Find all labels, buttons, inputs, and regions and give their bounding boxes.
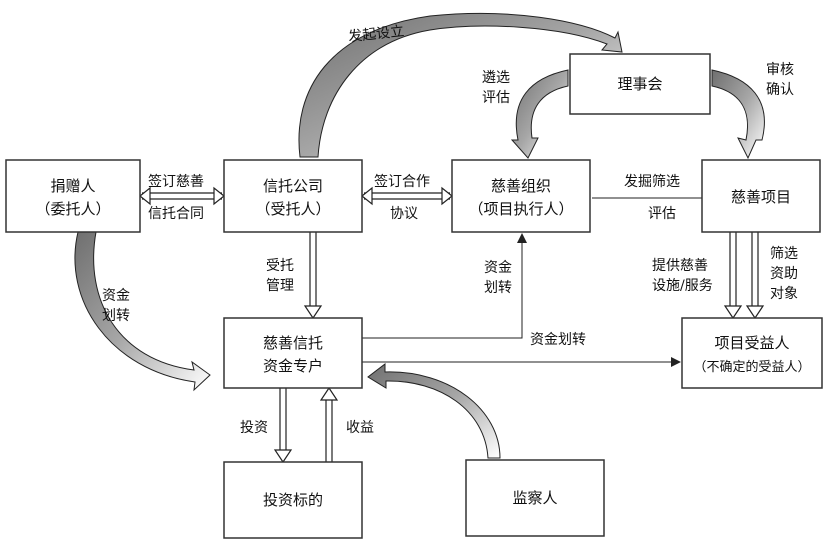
supervisor-label: 监察人	[512, 489, 557, 507]
returns-arrow	[319, 386, 339, 462]
charity-org-label: 慈善组织	[491, 177, 551, 195]
node-supervisor: 监察人	[465, 459, 605, 537]
node-beneficiary: 项目受益人 （不确定的受益人）	[681, 317, 823, 389]
edge-label-discover-screen: 发掘筛选	[624, 174, 680, 190]
edge-label-fund-left-2: 划转	[102, 308, 130, 324]
edge-label-returns: 收益	[346, 420, 374, 436]
trust-company-sublabel: （受托人）	[255, 200, 330, 218]
donor-sublabel: （委托人）	[35, 200, 110, 218]
edge-label-review-1: 审核	[766, 62, 794, 78]
edge-label-fund-mid-1: 资金	[484, 260, 512, 276]
review-confirm-curve	[711, 69, 765, 160]
edge-label-review-2: 确认	[766, 82, 794, 98]
edge-label-screen-2: 资助	[770, 266, 798, 282]
trust-mgmt-arrow	[303, 232, 323, 320]
node-charity-org: 慈善组织 （项目执行人）	[451, 159, 591, 233]
edge-label-service-1: 提供慈善	[652, 258, 708, 274]
initiate-setup-curve	[298, 12, 623, 158]
edge-label-select-2: 评估	[482, 90, 510, 106]
trust-account-label: 慈善信托	[263, 334, 323, 352]
donor-trust-double-arrow	[139, 186, 225, 206]
donor-label: 捐赠人	[50, 177, 95, 195]
edge-label-screen-3: 对象	[770, 286, 798, 302]
edge-label-sign-cooperation: 签订合作	[374, 173, 430, 190]
node-trust-company: 信托公司 （受托人）	[223, 159, 363, 233]
edge-label-trust-contract: 信托合同	[148, 206, 204, 222]
supervisor-curve	[367, 362, 501, 459]
fund-to-org-arrow	[362, 233, 527, 339]
charity-project-label: 慈善项目	[731, 188, 791, 206]
edge-label-select-1: 遴选	[482, 70, 510, 86]
donor-transfer-curve	[74, 231, 211, 392]
node-trust-account: 慈善信托 资金专户	[223, 317, 363, 389]
node-investment: 投资标的	[223, 461, 363, 539]
edge-label-initiate-setup: 发起设立	[348, 24, 405, 46]
charity-org-sublabel: （项目执行人）	[468, 200, 573, 218]
node-donor: 捐赠人 （委托人）	[5, 159, 141, 233]
board-label: 理事会	[617, 75, 662, 93]
edge-label-invest: 投资	[240, 420, 268, 436]
edge-label-fund-mid-2: 划转	[484, 280, 512, 296]
edge-label-screen-1: 筛选	[770, 246, 798, 262]
trust-org-double-arrow	[361, 186, 453, 206]
beneficiary-label: 项目受益人	[714, 334, 789, 352]
edge-label-evaluate: 评估	[648, 206, 676, 222]
investment-label: 投资标的	[263, 491, 323, 509]
trust-account-sublabel: 资金专户	[263, 357, 323, 375]
edge-label-mgmt-2: 管理	[266, 278, 294, 294]
select-evaluate-curve	[510, 69, 569, 159]
beneficiary-sublabel: （不确定的受益人）	[693, 359, 810, 375]
edge-label-sign-charity: 签订慈善	[148, 173, 204, 190]
node-charity-project: 慈善项目	[701, 159, 821, 233]
trust-company-label: 信托公司	[263, 177, 323, 195]
edge-label-agreement: 协议	[390, 206, 418, 222]
edge-label-fund-right: 资金划转	[530, 332, 586, 348]
edge-label-fund-left-1: 资金	[102, 288, 130, 304]
edge-label-service-2: 设施/服务	[652, 278, 713, 294]
invest-arrow	[273, 388, 293, 464]
edge-label-mgmt-1: 受托	[266, 258, 294, 274]
project-beneficiary-arrows	[723, 232, 765, 320]
node-board: 理事会	[569, 53, 711, 115]
